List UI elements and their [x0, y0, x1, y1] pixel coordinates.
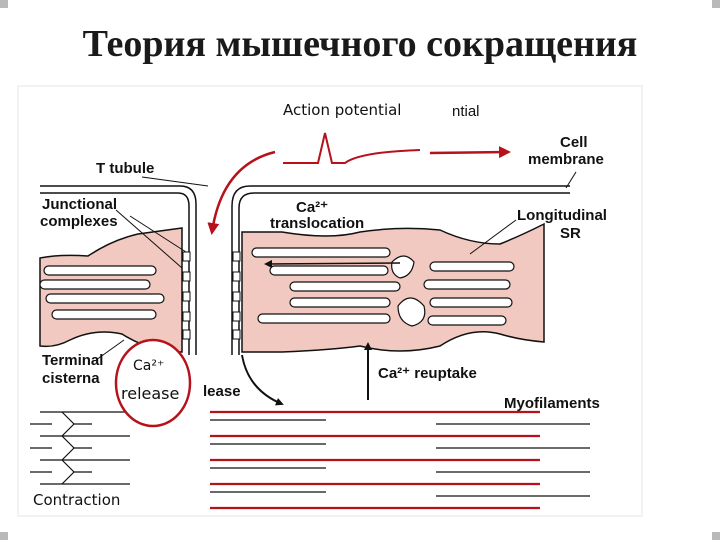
myofibril-channel — [289, 297, 391, 308]
action-potential-fragment-label: ntial — [452, 103, 480, 120]
leader-line — [129, 215, 187, 253]
t-tubule-label: T tubule — [96, 160, 155, 177]
ca-release-label-line2: release — [121, 384, 180, 403]
cell-membrane-inner-right — [238, 192, 570, 355]
cell-membrane-outer-right — [231, 185, 570, 355]
slide-corner-marker — [0, 0, 8, 8]
myofibril-channel — [269, 265, 389, 276]
myofilaments — [30, 410, 590, 510]
ca-reuptake-label: Ca²⁺ reuptake — [378, 365, 477, 382]
myofibril-channel — [429, 261, 515, 272]
slide-title: Теория мышечного сокращения — [82, 23, 638, 65]
slide-corner-marker — [712, 0, 720, 8]
ca-translocation-label-line2: translocation — [270, 215, 365, 232]
cell-membrane-label-line2: membrane — [528, 151, 604, 168]
myofibril-channel — [45, 293, 165, 304]
ca-release-arrow — [241, 354, 284, 406]
cell-membrane-label-line1: Cell — [560, 134, 588, 151]
myofibril-channel — [257, 313, 391, 324]
ca-translocation-arrow — [264, 259, 401, 268]
action-potential-label: Action potential — [283, 101, 402, 119]
sr-cavity — [391, 255, 415, 279]
ca-release-label-line1: Ca²⁺ — [133, 358, 165, 374]
cell-membrane-outer-left — [40, 185, 197, 355]
leader-line — [141, 176, 209, 187]
myofibril-channel — [289, 281, 401, 292]
leader-line — [95, 339, 125, 361]
longitudinal-sr-label-line2: SR — [560, 225, 581, 242]
myofibril-channel — [39, 279, 151, 290]
myofibril-channel — [423, 279, 511, 290]
release-fragment-label: lease — [203, 383, 241, 400]
cell-membrane-inner-left — [40, 192, 190, 355]
slide-corner-marker — [712, 532, 720, 540]
leader-line — [115, 209, 183, 269]
action-potential-trace — [283, 132, 421, 164]
slide-corner-marker — [0, 532, 8, 540]
ca-translocation-label-line1: Ca²⁺ — [296, 199, 329, 216]
leader-line — [565, 171, 577, 189]
myofibril-channel — [251, 247, 391, 258]
sr-cavity — [397, 297, 426, 327]
myofibril-channel — [43, 265, 157, 276]
terminal-cisterna-label-line2: cisterna — [42, 370, 100, 387]
depolarization-arrow — [207, 150, 276, 235]
ca-release-highlight-circle — [114, 338, 192, 428]
leader-line — [469, 219, 517, 255]
junctional-complexes — [182, 251, 241, 340]
myofibril-channel — [429, 297, 513, 308]
longitudinal-sr-label-line1: Longitudinal — [517, 207, 607, 224]
contraction-label: Contraction — [33, 491, 121, 509]
junctional-complexes-label-line1: Junctional — [42, 196, 118, 213]
myofibril-channel — [427, 315, 507, 326]
junctional-complexes-label-line2: complexes — [40, 213, 118, 230]
propagation-arrow — [429, 146, 511, 159]
terminal-cisterna-label-line1: Terminal — [42, 352, 104, 369]
myofilaments-label: Myofilaments — [504, 395, 600, 412]
myofibril-channel — [51, 309, 157, 320]
